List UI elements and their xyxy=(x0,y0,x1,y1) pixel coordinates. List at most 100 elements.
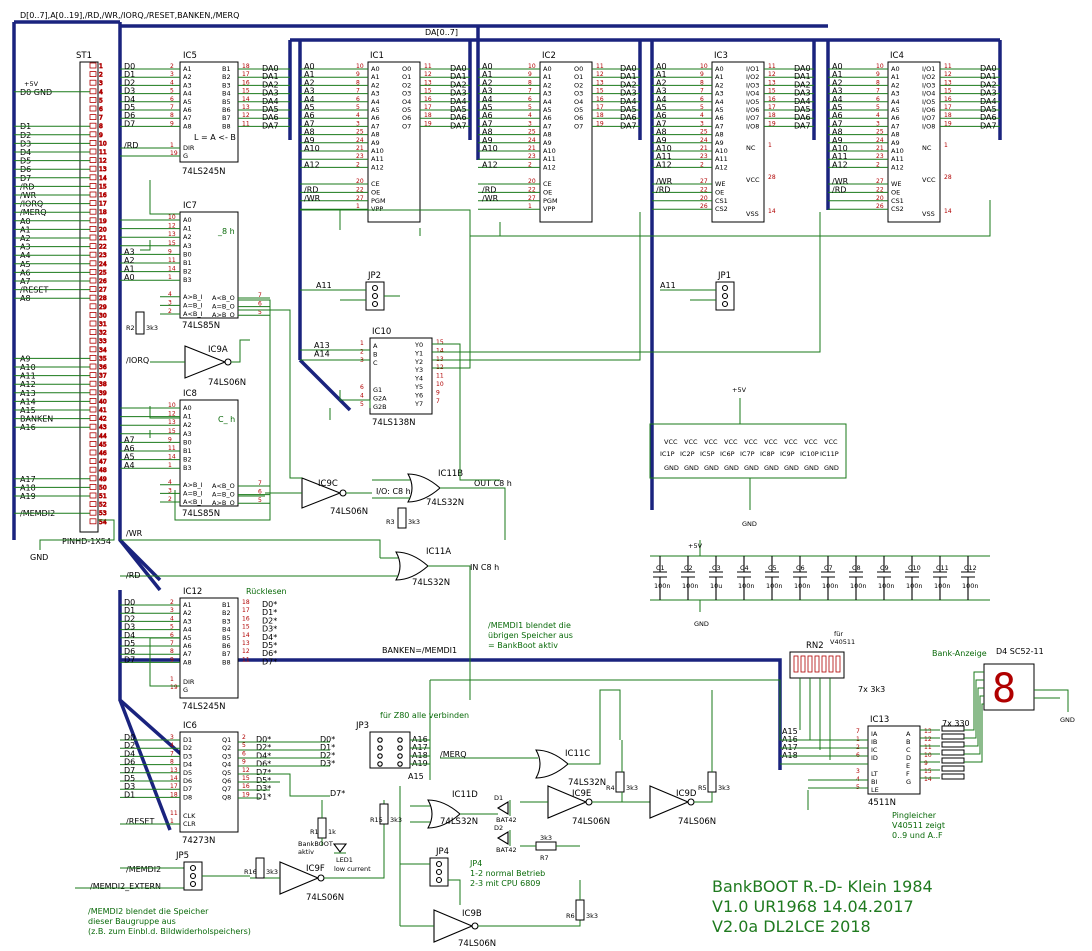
ic8-pin-label: A>B_I xyxy=(183,481,203,489)
power-label: IC8P xyxy=(760,450,775,458)
ic12-net-output: D1* xyxy=(262,608,277,617)
ic12-net-output: D0* xyxy=(262,600,277,609)
capacitor-value: 10u xyxy=(710,582,722,590)
ic5-pin-number: 16 xyxy=(242,79,250,86)
title-block: BankBOOT R.-D- Klein 1984 V1.0 UR1968 14… xyxy=(712,877,933,936)
power-vcc: VCC xyxy=(764,438,778,446)
ic8-pin-number: 12 xyxy=(168,411,176,418)
ic2-pin-label: A12 xyxy=(543,163,556,171)
ic13-net-input: A15 xyxy=(782,727,798,736)
ic2-pin-number: 10 xyxy=(528,63,536,70)
ic2-pin-label: CE xyxy=(543,180,552,188)
net-iorq: /IORQ xyxy=(126,356,149,365)
ic6-pin-number: 8 xyxy=(170,759,174,766)
power-gnd: GND xyxy=(664,464,679,472)
ic12-net-input: D0 xyxy=(124,598,135,607)
ic2-pin-label: A2 xyxy=(543,81,552,89)
ic4-pin-label: A3 xyxy=(891,90,900,98)
ic6-net-input: D2 xyxy=(124,741,135,750)
connector-pin-number: 51 xyxy=(99,493,107,500)
ic10-net-input: A14 xyxy=(314,349,330,358)
ic6-pin-number: 2 xyxy=(242,734,246,741)
connector-pin-number: 53 xyxy=(99,510,107,517)
ic6-net-input: D6 xyxy=(124,758,135,767)
ic5-net-output: DA2 xyxy=(262,80,279,89)
ic6-pin-number: 4 xyxy=(170,742,174,749)
ic3-net: A1 xyxy=(656,70,667,79)
ic12-pin-number: 6 xyxy=(170,632,174,639)
connector-pin xyxy=(89,105,97,112)
ic13-pin-label: IC xyxy=(871,746,878,754)
ic4-pin-number: 3 xyxy=(876,120,880,127)
ic4-net-output: DA7 xyxy=(980,121,997,130)
ic4-pin-number: 27 xyxy=(876,178,884,185)
ic4-pin-label: I/O7 xyxy=(922,114,935,122)
ic2-pin-number: 15 xyxy=(596,88,604,95)
capacitor-value: 100n xyxy=(766,582,783,590)
ic1-net: A7 xyxy=(304,119,315,128)
capacitor-value: 100n xyxy=(822,582,839,590)
ic9d-inverter: IC9D 74LS06N xyxy=(649,690,716,827)
ic12-pin-number: 19 xyxy=(170,684,178,691)
ic7-pin-number: 15 xyxy=(168,240,176,247)
ic10-pin-number: 5 xyxy=(360,401,364,408)
ic2-pin-number: 23 xyxy=(528,153,536,160)
da-bus-label: DA[0..7] xyxy=(425,28,458,37)
capacitor-value: 100n xyxy=(850,582,867,590)
ic5-pin-number: 14 xyxy=(242,96,250,103)
ic1-net: A3 xyxy=(304,87,315,96)
ic12-pin-label: B7 xyxy=(222,650,231,658)
ic13-pin-number: 15 xyxy=(924,768,932,775)
ic3-pin-number: 19 xyxy=(768,120,776,127)
ic1-pin-number: 4 xyxy=(356,112,360,119)
ic2-pin-number: 8 xyxy=(528,79,532,86)
display-gnd: GND xyxy=(1060,716,1075,724)
ic2-pin-label: O5 xyxy=(574,106,583,114)
connector-pin xyxy=(89,71,97,77)
ic4-pin-number: 22 xyxy=(876,186,884,193)
ic8-pin-number: 6 xyxy=(258,489,262,496)
ic5-pin-label: A7 xyxy=(183,114,192,122)
net-out-c8: OUT C8 h xyxy=(474,479,512,488)
ic3-pin-label: A1 xyxy=(715,73,724,81)
ic2-pin-number: 16 xyxy=(596,96,604,103)
ic12-pin-number: 4 xyxy=(170,615,174,622)
capacitor-value: 100n xyxy=(738,582,755,590)
ic4-pin-label: A0 xyxy=(891,65,900,73)
power-vcc: VCC xyxy=(724,438,738,446)
ic4-net: A0 xyxy=(832,62,843,71)
ic3-pin-number: 21 xyxy=(700,145,708,152)
ic6-pin-number: 13 xyxy=(170,767,178,774)
power-label: IC7P xyxy=(740,450,755,458)
connector-pin-number: 40 xyxy=(99,398,107,405)
net-a15: A15 xyxy=(408,772,424,781)
ic10-pin-label: B xyxy=(373,350,377,358)
ic11b-name: IC11B xyxy=(438,469,463,479)
ic5-net-output: DA7 xyxy=(262,121,279,130)
ic2-net: A5 xyxy=(482,103,493,112)
ic6-part: 74273N xyxy=(182,836,215,846)
ic2-pin-label: PGM xyxy=(543,197,558,205)
d1-part: BAT42 xyxy=(496,816,517,824)
rn2-element xyxy=(814,655,820,673)
rn2-element xyxy=(800,655,806,673)
ic12-net-input: D1 xyxy=(124,606,135,615)
ic13-pin-label: IA xyxy=(871,730,878,738)
ic5-pin-label: A4 xyxy=(183,90,192,98)
ic3-pin-number: 8 xyxy=(700,79,704,86)
ic11b-or-gate: IC11B 74LS32N xyxy=(372,469,506,540)
ic1-pin-number: 1 xyxy=(356,203,360,210)
ic1-net: A1 xyxy=(304,70,315,79)
power-gnd: GND xyxy=(684,464,699,472)
power-vcc: VCC xyxy=(704,438,718,446)
ic5-net-input: D2 xyxy=(124,78,135,87)
ic12-pin-number: 18 xyxy=(242,599,250,606)
ic4-pin-label: OE xyxy=(891,188,900,196)
ic5-pin-label: B7 xyxy=(222,114,231,122)
ic1-pin-number: 2 xyxy=(356,161,360,168)
led-note: low current xyxy=(334,865,371,873)
ic6-pin-label: Q6 xyxy=(222,777,231,785)
